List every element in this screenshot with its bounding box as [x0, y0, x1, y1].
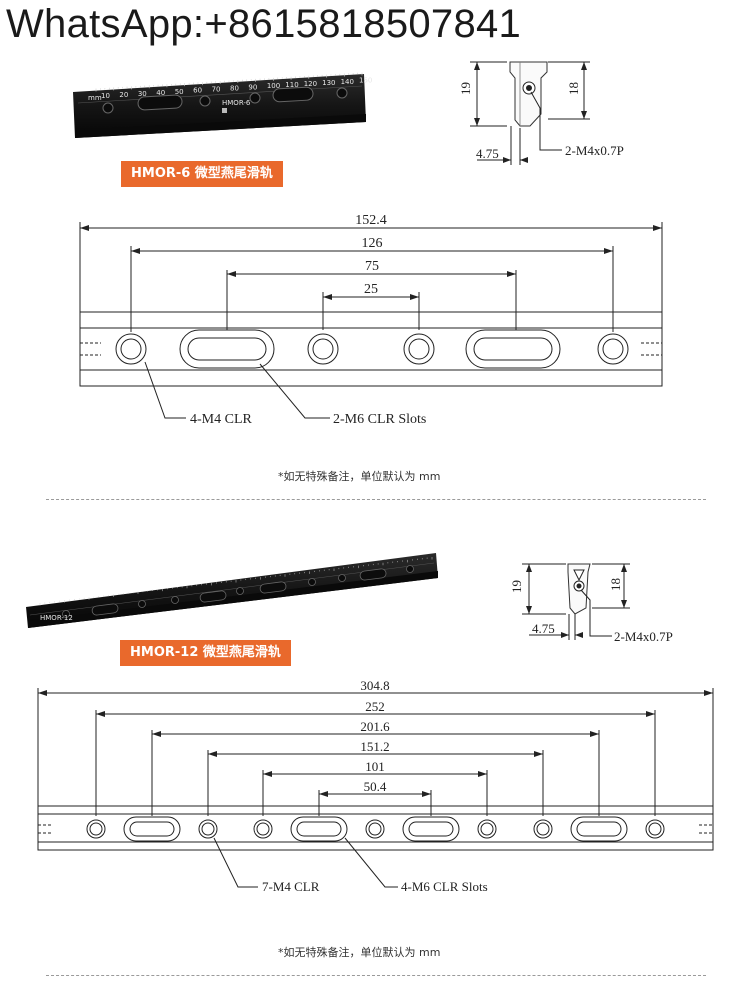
- header-banner: WhatsApp:+8615818507841: [0, 0, 750, 54]
- hmor12-profile-offset: 4.75: [532, 621, 555, 636]
- hmor12-profile-thread: 2-M4x0.7P: [614, 629, 673, 644]
- hmor12-dim-outer-slots: 201.6: [360, 719, 390, 734]
- hmor6-callout-slots: 2-M6 CLR Slots: [333, 412, 426, 427]
- hmor12-dim-inner-holes: 101: [365, 759, 385, 774]
- hmor6-callout-holes: 4-M4 CLR: [190, 412, 253, 427]
- ruler-number: 140: [341, 78, 354, 86]
- hmor6-photo-scale: 10 20 30 40 50 60 70 80 90 100 110 120 130 140 150: [101, 77, 372, 101]
- hmor6-profile-offset: 4.75: [476, 146, 499, 161]
- hmor12-dim-inner-slots: 50.4: [364, 779, 387, 794]
- hmor12-unit-note: *如无特殊备注，单位默认为 mm: [278, 946, 441, 959]
- hmor6-dim-total: 152.4: [355, 213, 387, 228]
- hmor12-dim-total: 304.8: [360, 678, 389, 693]
- hmor12-photo-model: HMOR-12: [40, 614, 73, 622]
- hmor12-callout-holes: 7-M4 CLR: [262, 879, 320, 894]
- hmor6-product-tag: HMOR-6 微型燕尾滑轨: [121, 161, 283, 187]
- hmor6-dim-slots: 75: [365, 259, 379, 274]
- ruler-number: 130: [322, 79, 335, 87]
- ruler-number: 60: [193, 87, 202, 95]
- ruler-number: 10: [101, 92, 110, 100]
- ruler-number: 90: [248, 83, 257, 91]
- hmor6-dim-outer-holes: 126: [362, 236, 383, 251]
- hmor12-profile-height-right: 18: [608, 578, 623, 591]
- hmor6-profile-thread: 2-M4x0.7P: [565, 143, 624, 158]
- hmor6-photo-model: HMOR-6: [222, 99, 251, 107]
- ruler-number: 50: [175, 88, 184, 96]
- ruler-number: 20: [119, 91, 128, 99]
- ruler-number: 70: [212, 86, 221, 94]
- whatsapp-contact: WhatsApp:+8615818507841: [6, 2, 522, 46]
- ruler-number: 30: [138, 90, 147, 98]
- hmor12-dim-outer-holes: 252: [365, 699, 385, 714]
- hmor6-profile-height-right: 18: [566, 82, 581, 95]
- hmor12-product-tag: HMOR-12 微型燕尾滑轨: [120, 640, 291, 666]
- ruler-number: 40: [156, 89, 165, 97]
- section-divider-bottom: [46, 975, 706, 976]
- section-divider: [46, 499, 706, 500]
- hmor12-callout-slots: 4-M6 CLR Slots: [401, 879, 488, 894]
- ruler-number: 100: [267, 82, 280, 90]
- ruler-number: 120: [304, 80, 317, 88]
- ruler-number: 80: [230, 84, 239, 92]
- hmor12-dim-mid-holes: 151.2: [360, 739, 389, 754]
- ruler-number: 110: [285, 81, 298, 89]
- hmor6-photo-unit: mm: [88, 94, 102, 102]
- ruler-number: 150: [359, 77, 372, 85]
- hmor6-dim-inner-holes: 25: [364, 282, 378, 297]
- hmor6-unit-note: *如无特殊备注，单位默认为 mm: [278, 470, 441, 483]
- hmor12-profile-height-left: 19: [509, 580, 524, 593]
- hmor6-profile-height-left: 19: [458, 82, 473, 95]
